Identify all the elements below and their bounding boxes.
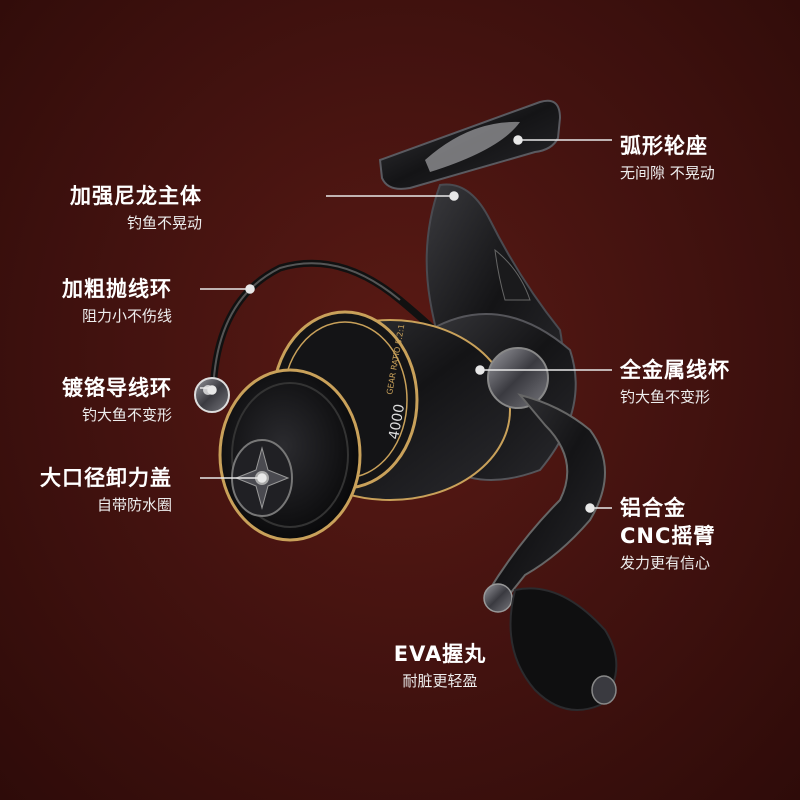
callout-reel-seat: 弧形轮座 无间隙 不晃动 bbox=[620, 132, 715, 184]
reel-seat bbox=[378, 99, 562, 190]
callout-title: 加粗抛线环 bbox=[62, 277, 172, 301]
eva-knob bbox=[509, 587, 618, 711]
callout-bail: 加粗抛线环 阻力小不伤线 bbox=[62, 275, 172, 327]
callout-body: 加强尼龙主体 钓鱼不晃动 bbox=[70, 182, 202, 234]
callout-line-roller: 镀铬导线环 钓大鱼不变形 bbox=[62, 374, 172, 426]
callout-subtitle: 耐脏更轻盈 bbox=[402, 672, 478, 690]
bail-wire-highlight bbox=[212, 262, 401, 396]
callout-knob: EVA握丸 耐脏更轻盈 bbox=[380, 640, 500, 692]
model-marking: 4000 bbox=[386, 403, 408, 441]
callout-title: EVA握丸 bbox=[393, 642, 487, 666]
callout-title: 大口径卸力盖 bbox=[40, 466, 172, 490]
callout-title: 全金属线杯 bbox=[620, 358, 730, 382]
callout-lines bbox=[200, 135, 612, 513]
callout-title-line2: CNC摇臂 bbox=[620, 524, 716, 548]
callout-subtitle: 自带防水圈 bbox=[96, 496, 172, 514]
callout-subtitle: 无间隙 不晃动 bbox=[620, 164, 715, 182]
line-roller bbox=[194, 377, 230, 413]
callout-subtitle: 阻力小不伤线 bbox=[81, 307, 172, 325]
callout-drag-cap: 大口径卸力盖 自带防水圈 bbox=[40, 464, 172, 516]
callout-title-line1: 铝合金 bbox=[620, 496, 686, 520]
callout-title: 弧形轮座 bbox=[620, 134, 708, 158]
callout-title: 镀铬导线环 bbox=[62, 376, 172, 400]
callout-subtitle: 钓鱼不晃动 bbox=[126, 214, 202, 232]
callout-handle-arm: 铝合金 CNC摇臂 发力更有信心 bbox=[620, 494, 715, 574]
callout-subtitle: 钓大鱼不变形 bbox=[81, 406, 172, 424]
callout-spool: 全金属线杯 钓大鱼不变形 bbox=[620, 356, 730, 408]
callout-title: 加强尼龙主体 bbox=[70, 184, 202, 208]
callout-subtitle: 发力更有信心 bbox=[620, 554, 711, 572]
handle-arm bbox=[483, 347, 606, 613]
callout-subtitle: 钓大鱼不变形 bbox=[620, 388, 711, 406]
